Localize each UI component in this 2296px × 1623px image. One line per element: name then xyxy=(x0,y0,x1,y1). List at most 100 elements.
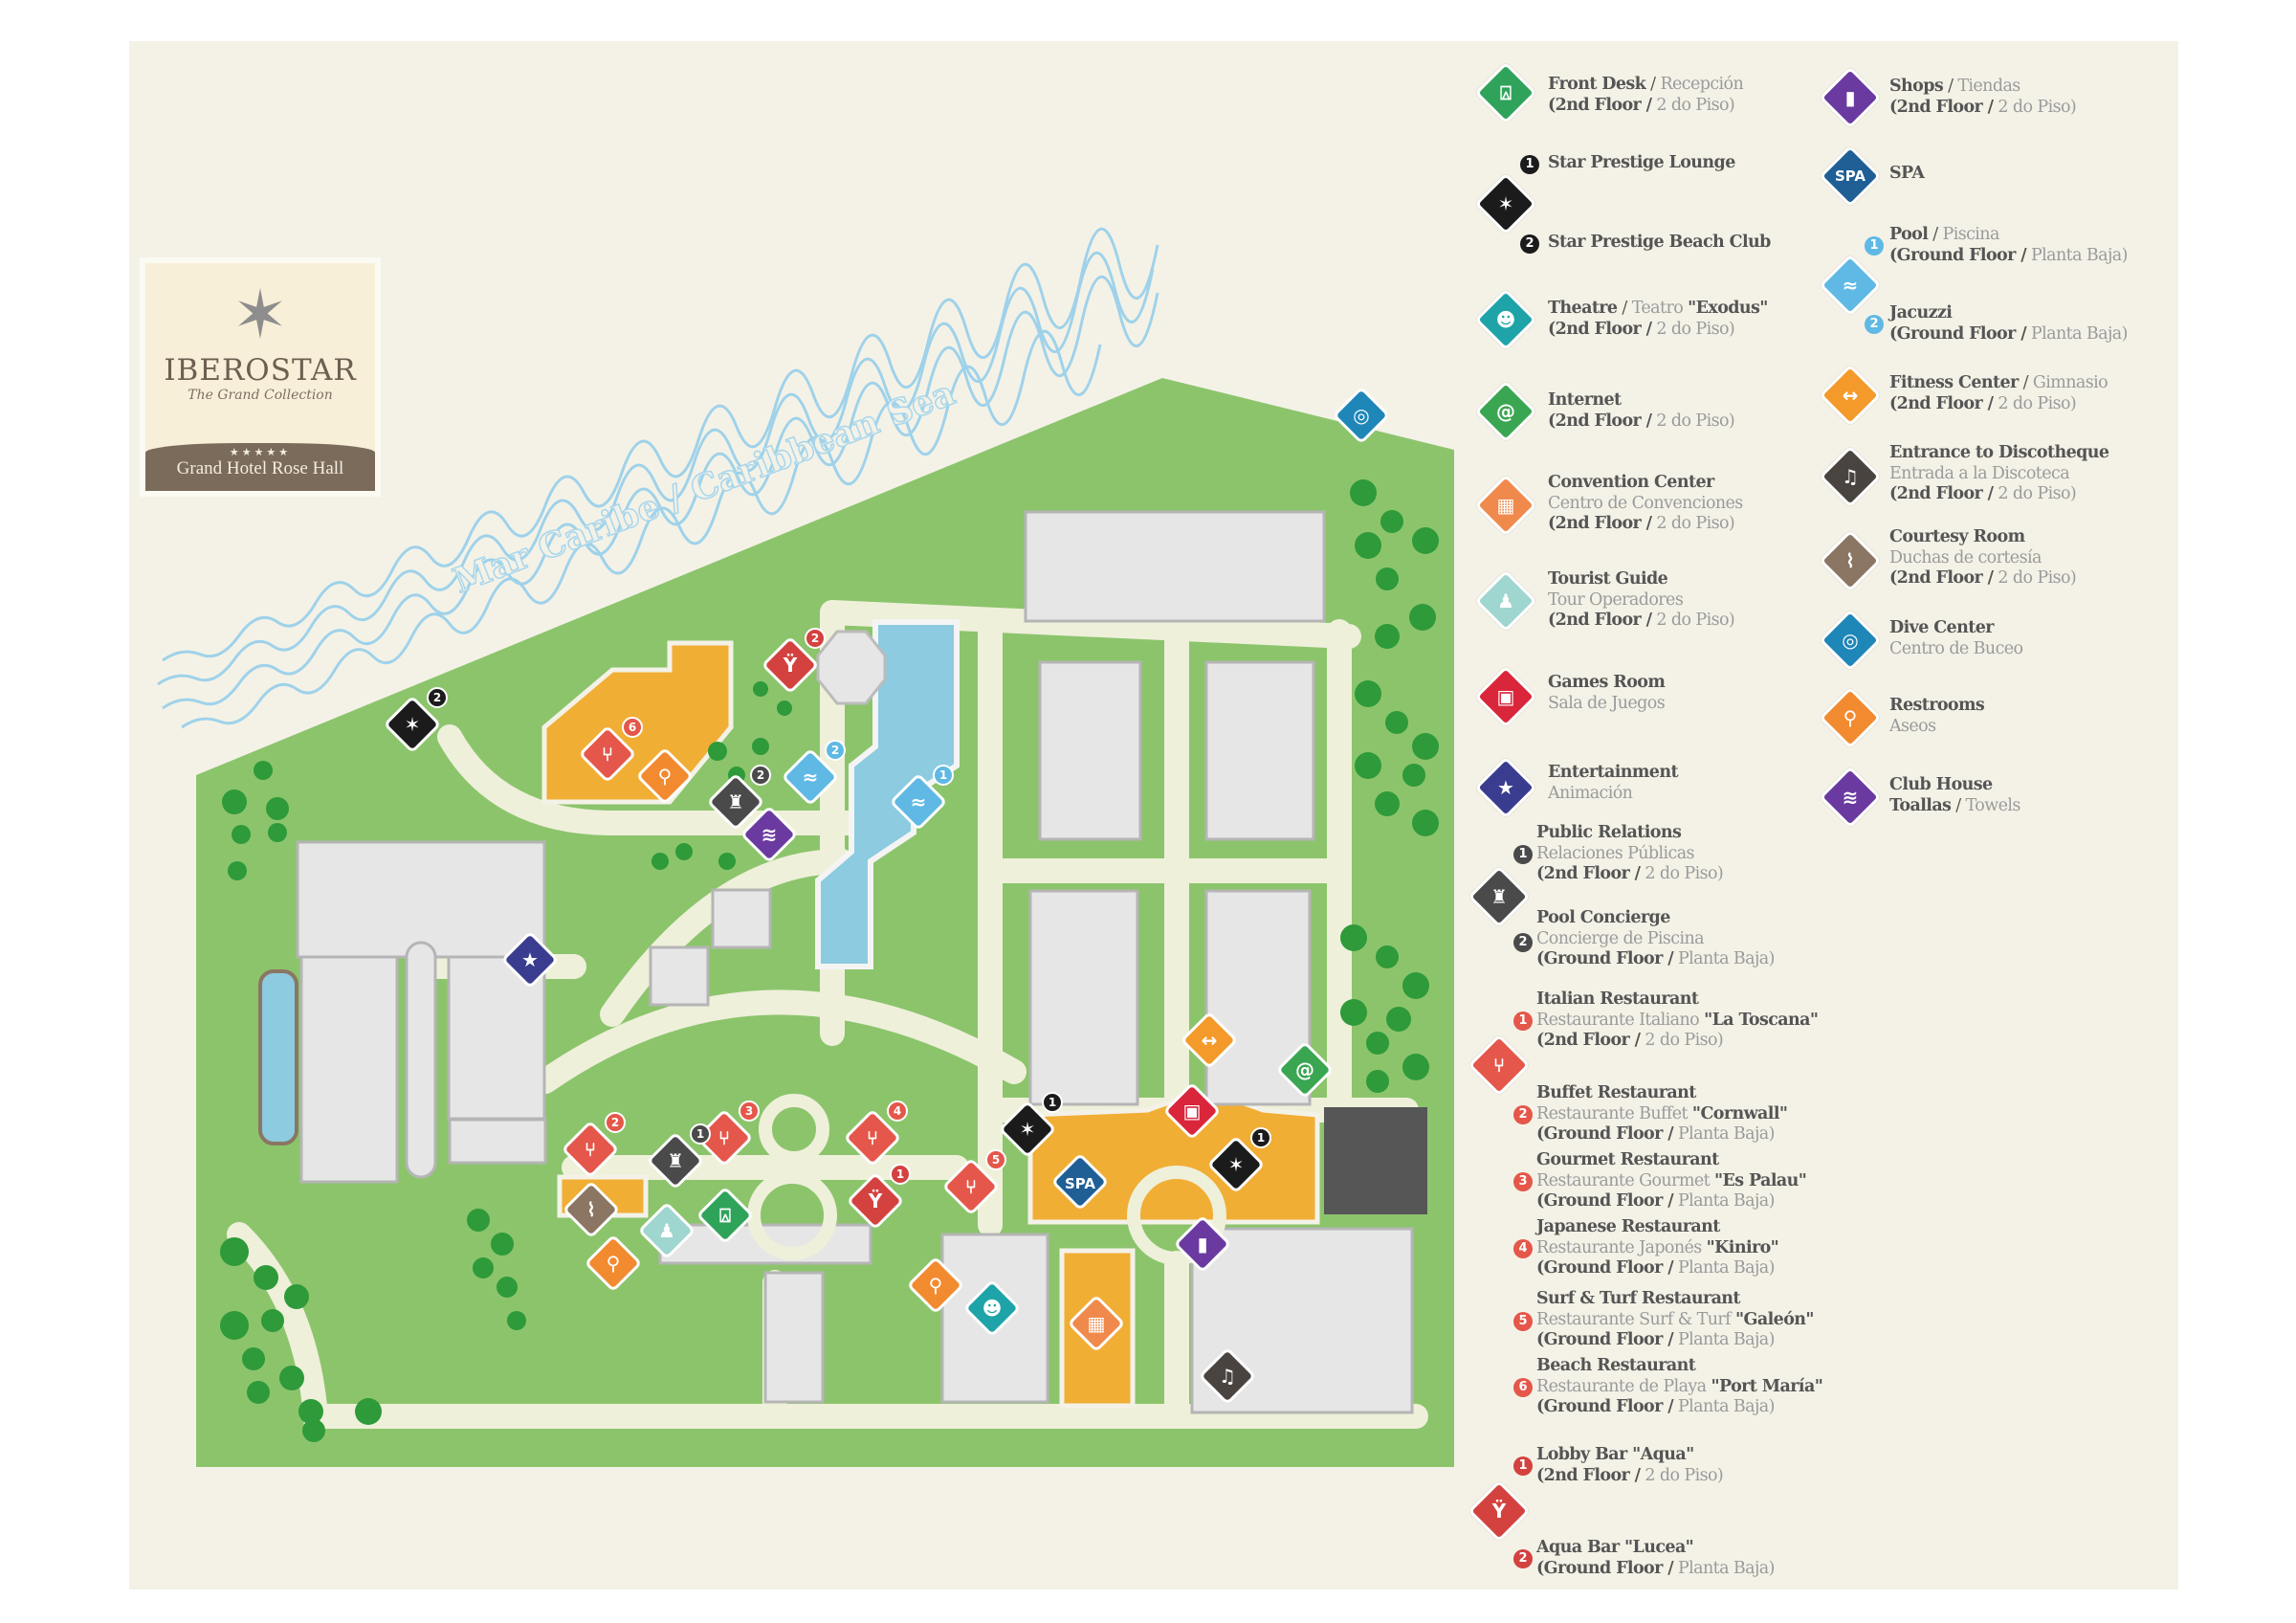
legend-name: Lobby Bar "Aqua" xyxy=(1536,1445,1694,1464)
marker-concierge-icon[interactable]: ♜ xyxy=(709,775,763,830)
marker-badge xyxy=(1250,1127,1271,1148)
marker-dumbbell-icon[interactable]: ↔ xyxy=(1182,1013,1237,1068)
logo-collection: The Grand Collection xyxy=(188,388,333,403)
legend-badge-1: 1 xyxy=(1513,845,1533,864)
marker-fork-knife-icon[interactable]: ⑂ xyxy=(563,1123,618,1177)
marker-snorkel-icon[interactable]: ◎ xyxy=(1335,389,1389,443)
legend-badge-2: 2 xyxy=(1513,1549,1533,1568)
marker-cocktail-icon[interactable]: Ÿ xyxy=(763,638,818,693)
marker-table-icon[interactable]: ▦ xyxy=(1070,1297,1124,1351)
legend-title: Front Desk / Recepción xyxy=(1548,75,1744,94)
marker-fork-knife-icon[interactable]: ⑂ xyxy=(944,1160,999,1214)
legend-subtitle: Centro de Convenciones xyxy=(1548,494,1743,515)
marker-badge xyxy=(825,740,846,761)
marker-fork-knife-icon[interactable]: ⑂ xyxy=(697,1111,752,1166)
logo-brand: IBEROSTAR xyxy=(164,353,357,388)
legend-subtitle: Restaurante Buffet "Cornwall" xyxy=(1536,1104,1788,1125)
legend-item-star-lounge: Star Prestige Lounge xyxy=(1548,153,1735,174)
legend-subtitle: Sala de Juegos xyxy=(1548,694,1666,715)
marker-swimmer-icon[interactable]: ≈ xyxy=(892,775,946,830)
legend-floor: (Ground Floor / Planta Baja) xyxy=(1536,1397,1822,1418)
legend-name: Games Room xyxy=(1548,673,1666,692)
marker-cards-icon[interactable]: ▣ xyxy=(1165,1084,1220,1139)
legend-title: Star Prestige Beach Club xyxy=(1548,233,1771,254)
towels-icon: ≋ xyxy=(762,823,778,846)
legend-floor-es: Planta Baja) xyxy=(2030,323,2128,344)
legend-floor: (Ground Floor / Planta Baja) xyxy=(1536,1191,1806,1212)
legend-title: Convention Center xyxy=(1548,473,1743,494)
people-icon: ♟ xyxy=(658,1219,675,1242)
marker-fork-knife-icon[interactable]: ⑂ xyxy=(846,1111,900,1166)
map-markers: ◎Ÿ✶⑂⚲♜≋≈≈★↔@✶▣✶⑂♜⑂⑂Ÿ⑂SPA⌇♟⍓⚲⚲☻▮▦♫ xyxy=(386,389,1389,1404)
legend-name: Surf & Turf Restaurant xyxy=(1536,1289,1741,1308)
marker-bell-icon[interactable]: ⍓ xyxy=(698,1189,753,1243)
marker-starfish-icon[interactable]: ✶ xyxy=(386,698,440,752)
legend-floor-en: (2nd Floor / xyxy=(1548,319,1652,339)
marker-star-team-icon[interactable]: ★ xyxy=(503,933,558,988)
marker-fork-knife-icon[interactable]: ⑂ xyxy=(581,727,635,782)
sea-waves xyxy=(157,228,1159,729)
legend-floor-en: (Ground Floor / xyxy=(1536,1191,1674,1211)
marker-badge-group: 2 xyxy=(427,687,448,708)
legend-subtitle: Restaurante Japonés "Kiniro" xyxy=(1536,1237,1779,1259)
legend-floor-en: (2nd Floor / xyxy=(1548,411,1652,431)
marker-bag-icon[interactable]: ▮ xyxy=(1176,1217,1230,1272)
marker-people-icon[interactable]: ♟ xyxy=(640,1204,695,1258)
marker-badge xyxy=(890,1164,911,1185)
legend-floor: (Ground Floor / Planta Baja) xyxy=(1536,1124,1787,1145)
legend-name: Restrooms xyxy=(1889,696,1985,715)
legend-floor-en: (2nd Floor / xyxy=(1536,1465,1641,1485)
legend-floor-en: (Ground Floor / xyxy=(1536,1124,1674,1144)
legend-title: Theatre / Teatro "Exodus" xyxy=(1548,299,1768,318)
legend-quote: "Galeón" xyxy=(1735,1309,1815,1329)
marker-restroom-icon[interactable]: ⚲ xyxy=(586,1236,641,1291)
legend-sub: Concierge de Piscina xyxy=(1536,928,1705,948)
marker-music-icon[interactable]: ♫ xyxy=(1201,1349,1255,1404)
legend-floor-en: (2nd Floor / xyxy=(1889,97,1994,117)
legend-floor: (Ground Floor / Planta Baja) xyxy=(1536,1330,1814,1351)
legend-floor-en: (Ground Floor / xyxy=(1536,1558,1674,1578)
legend-floor-en: (Ground Floor / xyxy=(1536,1330,1674,1349)
iberostar-logo: ✶ IBEROSTAR The Grand Collection ★★★★★ G… xyxy=(140,257,381,497)
legend-name2-es: Towels xyxy=(1965,795,2021,815)
legend-name: Entertainment xyxy=(1548,763,1679,782)
legend-floor: (2nd Floor / 2 do Piso) xyxy=(1548,96,1743,117)
marker-shower-icon[interactable]: ⌇ xyxy=(564,1183,619,1237)
legend-floor-en: (2nd Floor / xyxy=(1536,864,1641,883)
marker-spa-icon[interactable]: SPA xyxy=(1053,1155,1108,1210)
marker-badge-group: 3 xyxy=(739,1101,760,1122)
marker-starfish-icon[interactable]: ✶ xyxy=(1209,1138,1264,1192)
marker-at-icon[interactable]: @ xyxy=(1278,1043,1333,1098)
marker-masks-icon[interactable]: ☻ xyxy=(965,1281,1020,1336)
legend-badge-1: 1 xyxy=(1865,236,1884,256)
restroom-icon: ⚲ xyxy=(607,1252,621,1275)
legend-item-jacuzzi: Jacuzzi(Ground Floor / Planta Baja) xyxy=(1889,303,2128,345)
marker-restroom-icon[interactable]: ⚲ xyxy=(909,1258,963,1313)
logo-stars: ★★★★★ xyxy=(229,446,292,458)
marker-starfish-icon[interactable]: ✶ xyxy=(1001,1102,1055,1157)
legend-subtitle: Relaciones Públicas xyxy=(1536,844,1723,865)
legend-item-lobby-bar: Lobby Bar "Aqua"(2nd Floor / 2 do Piso) xyxy=(1536,1445,1724,1486)
legend-floor-en: (2nd Floor / xyxy=(1548,95,1652,115)
legend-floor-es: 2 do Piso) xyxy=(1645,1465,1724,1485)
marker-towels-icon[interactable]: ≋ xyxy=(742,808,797,862)
marker-badge-group: 1 xyxy=(1250,1127,1271,1148)
table-icon: ▦ xyxy=(1088,1312,1106,1335)
marker-concierge-icon[interactable]: ♜ xyxy=(649,1134,703,1189)
marker-cocktail-icon[interactable]: Ÿ xyxy=(849,1174,903,1229)
legend-name: Star Prestige Lounge xyxy=(1548,153,1735,172)
marker-restroom-icon[interactable]: ⚲ xyxy=(638,749,693,804)
legend-title: Tourist Guide xyxy=(1548,569,1734,590)
starfish-logo-icon: ✶ xyxy=(232,276,289,354)
legend-title: Lobby Bar "Aqua" xyxy=(1536,1445,1723,1466)
legend-floor-es: 2 do Piso) xyxy=(1656,319,1735,339)
legend-name: Dive Center xyxy=(1889,618,1994,637)
swimmer-icon: ≈ xyxy=(911,790,927,813)
legend-sub: Restaurante Japonés xyxy=(1536,1237,1702,1257)
marker-swimmer-icon[interactable]: ≈ xyxy=(784,750,838,805)
